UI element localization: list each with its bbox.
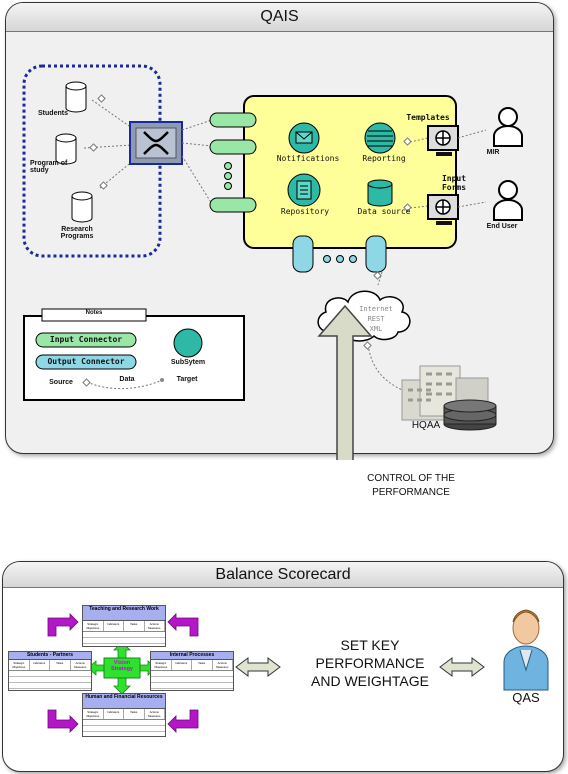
- perspective-top: Teaching and Research Work Strategic Obj…: [82, 605, 166, 647]
- person-icon: [503, 609, 549, 691]
- purple-arrow: [167, 709, 199, 733]
- perspective-right: Internal Processes Strategic Objectives …: [150, 651, 234, 691]
- user-icon: [493, 107, 523, 147]
- column-header: Strategic Objectives: [83, 621, 104, 631]
- column-header: Actions Measures: [145, 621, 165, 631]
- user-icon: [493, 180, 523, 221]
- output-connector: [292, 235, 314, 273]
- perspective-bottom-title: Human and Financial Resources: [83, 694, 165, 709]
- purple-arrow: [47, 613, 79, 637]
- qais-diagram: [22, 64, 523, 460]
- column-header: Actions Measures: [145, 709, 165, 719]
- notes-source: Source: [49, 379, 73, 386]
- column-header: Tasks: [124, 621, 145, 631]
- actor-end-user-label: End User: [486, 223, 518, 230]
- vision-strategy-label: Vision Strategy: [110, 660, 133, 672]
- green-arrow: [113, 677, 131, 695]
- database-icon: [71, 191, 93, 223]
- vision-box: [103, 657, 141, 679]
- column-header: Strategic Objectives: [83, 709, 104, 719]
- column-header: Actions Measures: [213, 660, 233, 670]
- input-connector: [209, 139, 257, 155]
- perspective-top-title: Teaching and Research Work: [83, 606, 165, 621]
- document-icon: [364, 122, 396, 154]
- database-stack-icon: [443, 399, 497, 431]
- input-forms-label: Input Forms: [441, 174, 467, 192]
- column-header: Actions Measures: [71, 660, 91, 670]
- input-connector: [209, 197, 257, 213]
- perspective-bottom: Human and Financial Resources Strategic …: [82, 693, 166, 737]
- column-header: Indicators: [104, 621, 124, 631]
- column-header: Strategic Objectives: [9, 660, 30, 670]
- scorecard-diagram: [47, 609, 549, 733]
- templates-label: Templates: [406, 113, 450, 122]
- subsystem-notifications: Notifications: [276, 154, 340, 163]
- purple-arrow: [167, 613, 199, 637]
- column-header: Tasks: [192, 660, 213, 670]
- double-arrow-icon: [439, 657, 485, 677]
- repo-label-program: Program of study: [30, 160, 68, 174]
- control-double-arrow: [317, 304, 373, 460]
- output-connector: [365, 235, 387, 273]
- actor-mir-label: MIR: [486, 149, 500, 156]
- qas-label: QAS: [512, 690, 540, 705]
- column-header: Indicators: [172, 660, 192, 670]
- control-label: CONTROL OF THE PERFORMANCE: [367, 473, 455, 498]
- hqaa-label: HQAA: [411, 420, 441, 431]
- kpi-label: SET KEY PERFORMANCE AND WEIGHTAGE: [311, 637, 429, 689]
- notes-input-connector: Input Connector: [49, 335, 123, 344]
- repo-label-research: Research Programs: [60, 226, 94, 240]
- scorecard-title: Balance Scorecard: [3, 562, 563, 588]
- cloud-line-xml: XML: [369, 325, 383, 333]
- document-icon: [287, 173, 321, 207]
- monitor-icon: [427, 125, 459, 156]
- subsystem-repository: Repository: [280, 207, 330, 216]
- input-connector: [209, 112, 257, 128]
- column-header: Tasks: [124, 709, 145, 719]
- cylinder-icon: [367, 179, 393, 207]
- perspective-left-title: Students - Partners: [9, 652, 91, 660]
- cloud-line-rest: REST: [367, 315, 385, 323]
- perspective-right-title: Internal Processes: [151, 652, 233, 660]
- envelope-icon: [288, 122, 320, 154]
- column-header: Strategic Objectives: [151, 660, 172, 670]
- cloud-line-internet: Internet: [359, 305, 393, 313]
- subsystem-data-source: Data source: [357, 207, 411, 216]
- notes-title: Notes: [85, 310, 103, 316]
- notes-target: Target: [176, 376, 198, 383]
- router-icon: [129, 121, 183, 165]
- column-header: Tasks: [50, 660, 71, 670]
- database-icon: [65, 81, 87, 113]
- repo-label-students: Students: [38, 110, 68, 117]
- double-arrow-icon: [235, 657, 281, 677]
- subsystem-reporting: Reporting: [362, 154, 406, 163]
- qais-title: QAIS: [6, 3, 553, 32]
- column-header: Indicators: [30, 660, 50, 670]
- column-header: Indicators: [104, 709, 124, 719]
- perspective-left: Students - Partners Strategic Objectives…: [8, 651, 92, 691]
- notes-subsystem: SubSytem: [170, 359, 206, 366]
- database-icon: [55, 133, 77, 165]
- notes-data: Data: [119, 376, 135, 383]
- purple-arrow: [47, 709, 79, 733]
- notes-output-connector: Output Connector: [47, 357, 125, 366]
